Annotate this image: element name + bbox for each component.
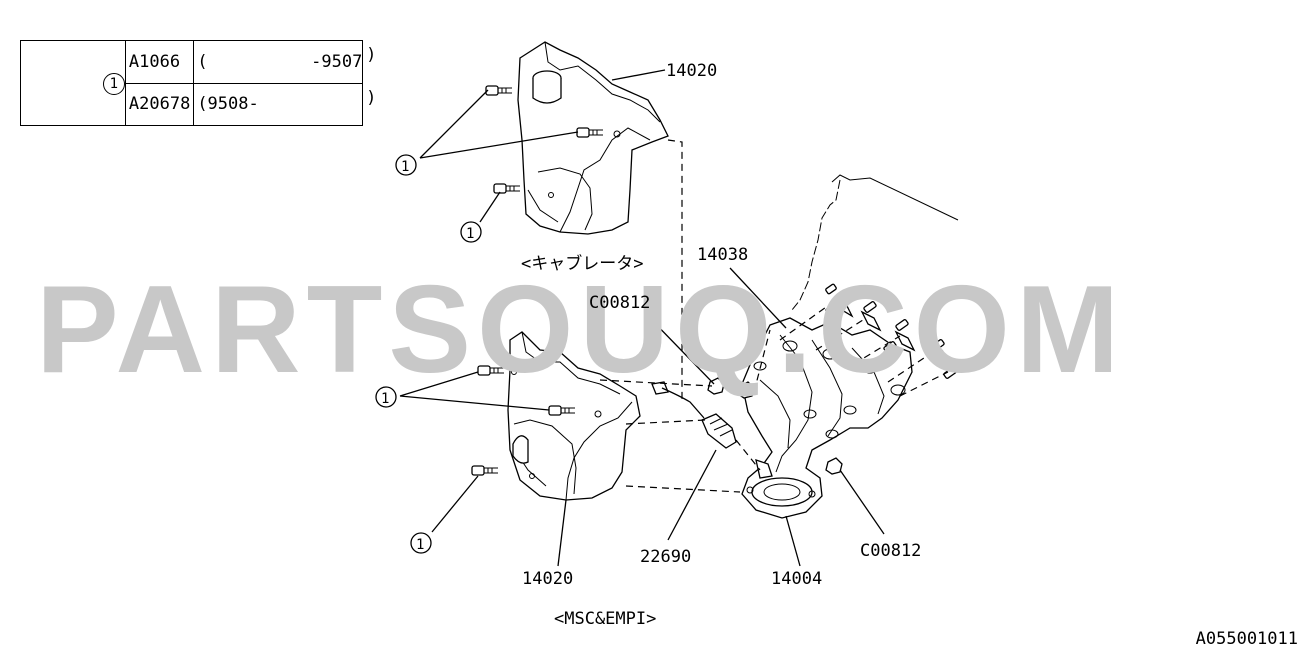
svg-text:1: 1 [401, 159, 409, 175]
reference-range-value: -9507 [311, 51, 363, 72]
variant-label-upper: <キャブレータ> [521, 253, 643, 274]
leader-upper-cover [611, 69, 666, 81]
callout-nut-right[interactable]: C00812 [860, 541, 921, 561]
leader-upper-marker-b [479, 191, 501, 223]
leader-lower-marker-b [431, 475, 479, 533]
assembly-dashed-guides [599, 329, 771, 493]
callout-nut-left[interactable]: C00812 [589, 293, 650, 313]
reference-range-close: ) [366, 87, 377, 108]
callout-sensor[interactable]: 22690 [640, 547, 691, 567]
leader-lower-marker-a [399, 371, 550, 411]
drawing-code: A055001011 [1195, 629, 1298, 649]
leader-upper-marker-a [419, 89, 579, 159]
leader-nut-left [645, 313, 715, 385]
lower-heat-cover[interactable] [507, 331, 641, 501]
watermark-text: PARTSOUQ.COM [36, 261, 1125, 399]
leader-sensor [667, 449, 717, 541]
exhaust-manifold[interactable] [741, 317, 913, 519]
svg-text:1: 1 [416, 537, 424, 553]
upper-bolt-3[interactable] [493, 183, 554, 198]
marker-circle-lower-a: 1 [375, 386, 397, 408]
callout-cover-lower[interactable]: 14020 [522, 569, 573, 589]
gasket-dashed-guides [779, 299, 949, 397]
reference-marker-cell: 1 [20, 40, 126, 126]
svg-text:1: 1 [466, 226, 474, 242]
manifold-nut-right[interactable] [825, 457, 843, 475]
reference-range: (9508-) [193, 82, 376, 126]
reference-range-open: (9508- [197, 94, 259, 115]
oxygen-sensor[interactable] [651, 381, 737, 449]
leader-lower-cover [557, 499, 567, 567]
lower-bolt-1[interactable] [477, 365, 517, 376]
callout-manifold[interactable]: 14004 [771, 569, 822, 589]
manifold-gaskets[interactable] [825, 283, 957, 379]
marker-circle-upper-a: 1 [395, 154, 417, 176]
leader-gasket [729, 267, 787, 329]
upper-heat-cover[interactable] [517, 41, 669, 235]
lower-bolt-2[interactable] [548, 405, 602, 418]
reference-part-number: A20678 [124, 82, 195, 126]
reference-range-close: ) [366, 45, 377, 65]
callout-cover-upper[interactable]: 14020 [666, 61, 717, 81]
variant-label-lower: <MSC&EMPI> [554, 609, 656, 629]
callout-gasket[interactable]: 14038 [697, 245, 748, 265]
reference-range-open: ( [197, 51, 208, 72]
svg-text:1: 1 [381, 391, 389, 407]
reference-table: 1 A1066 ( -9507) A20678 (9508-) [20, 40, 376, 126]
leader-manifold [785, 515, 801, 567]
leader-nut-right [839, 469, 885, 535]
marker-circle-upper-b: 1 [460, 221, 482, 243]
upper-bolt-1[interactable] [485, 85, 512, 96]
engine-block-outline [791, 174, 959, 311]
reference-row: 1 A1066 ( -9507) [20, 40, 376, 126]
upper-dashed-guide [667, 139, 683, 400]
lower-bolt-3[interactable] [471, 465, 535, 479]
marker-circle-lower-b: 1 [410, 532, 432, 554]
reference-marker: 1 [102, 73, 125, 95]
reference-row: A20678 (9508-) [21, 82, 376, 126]
reference-part-number: A1066 [124, 40, 195, 84]
